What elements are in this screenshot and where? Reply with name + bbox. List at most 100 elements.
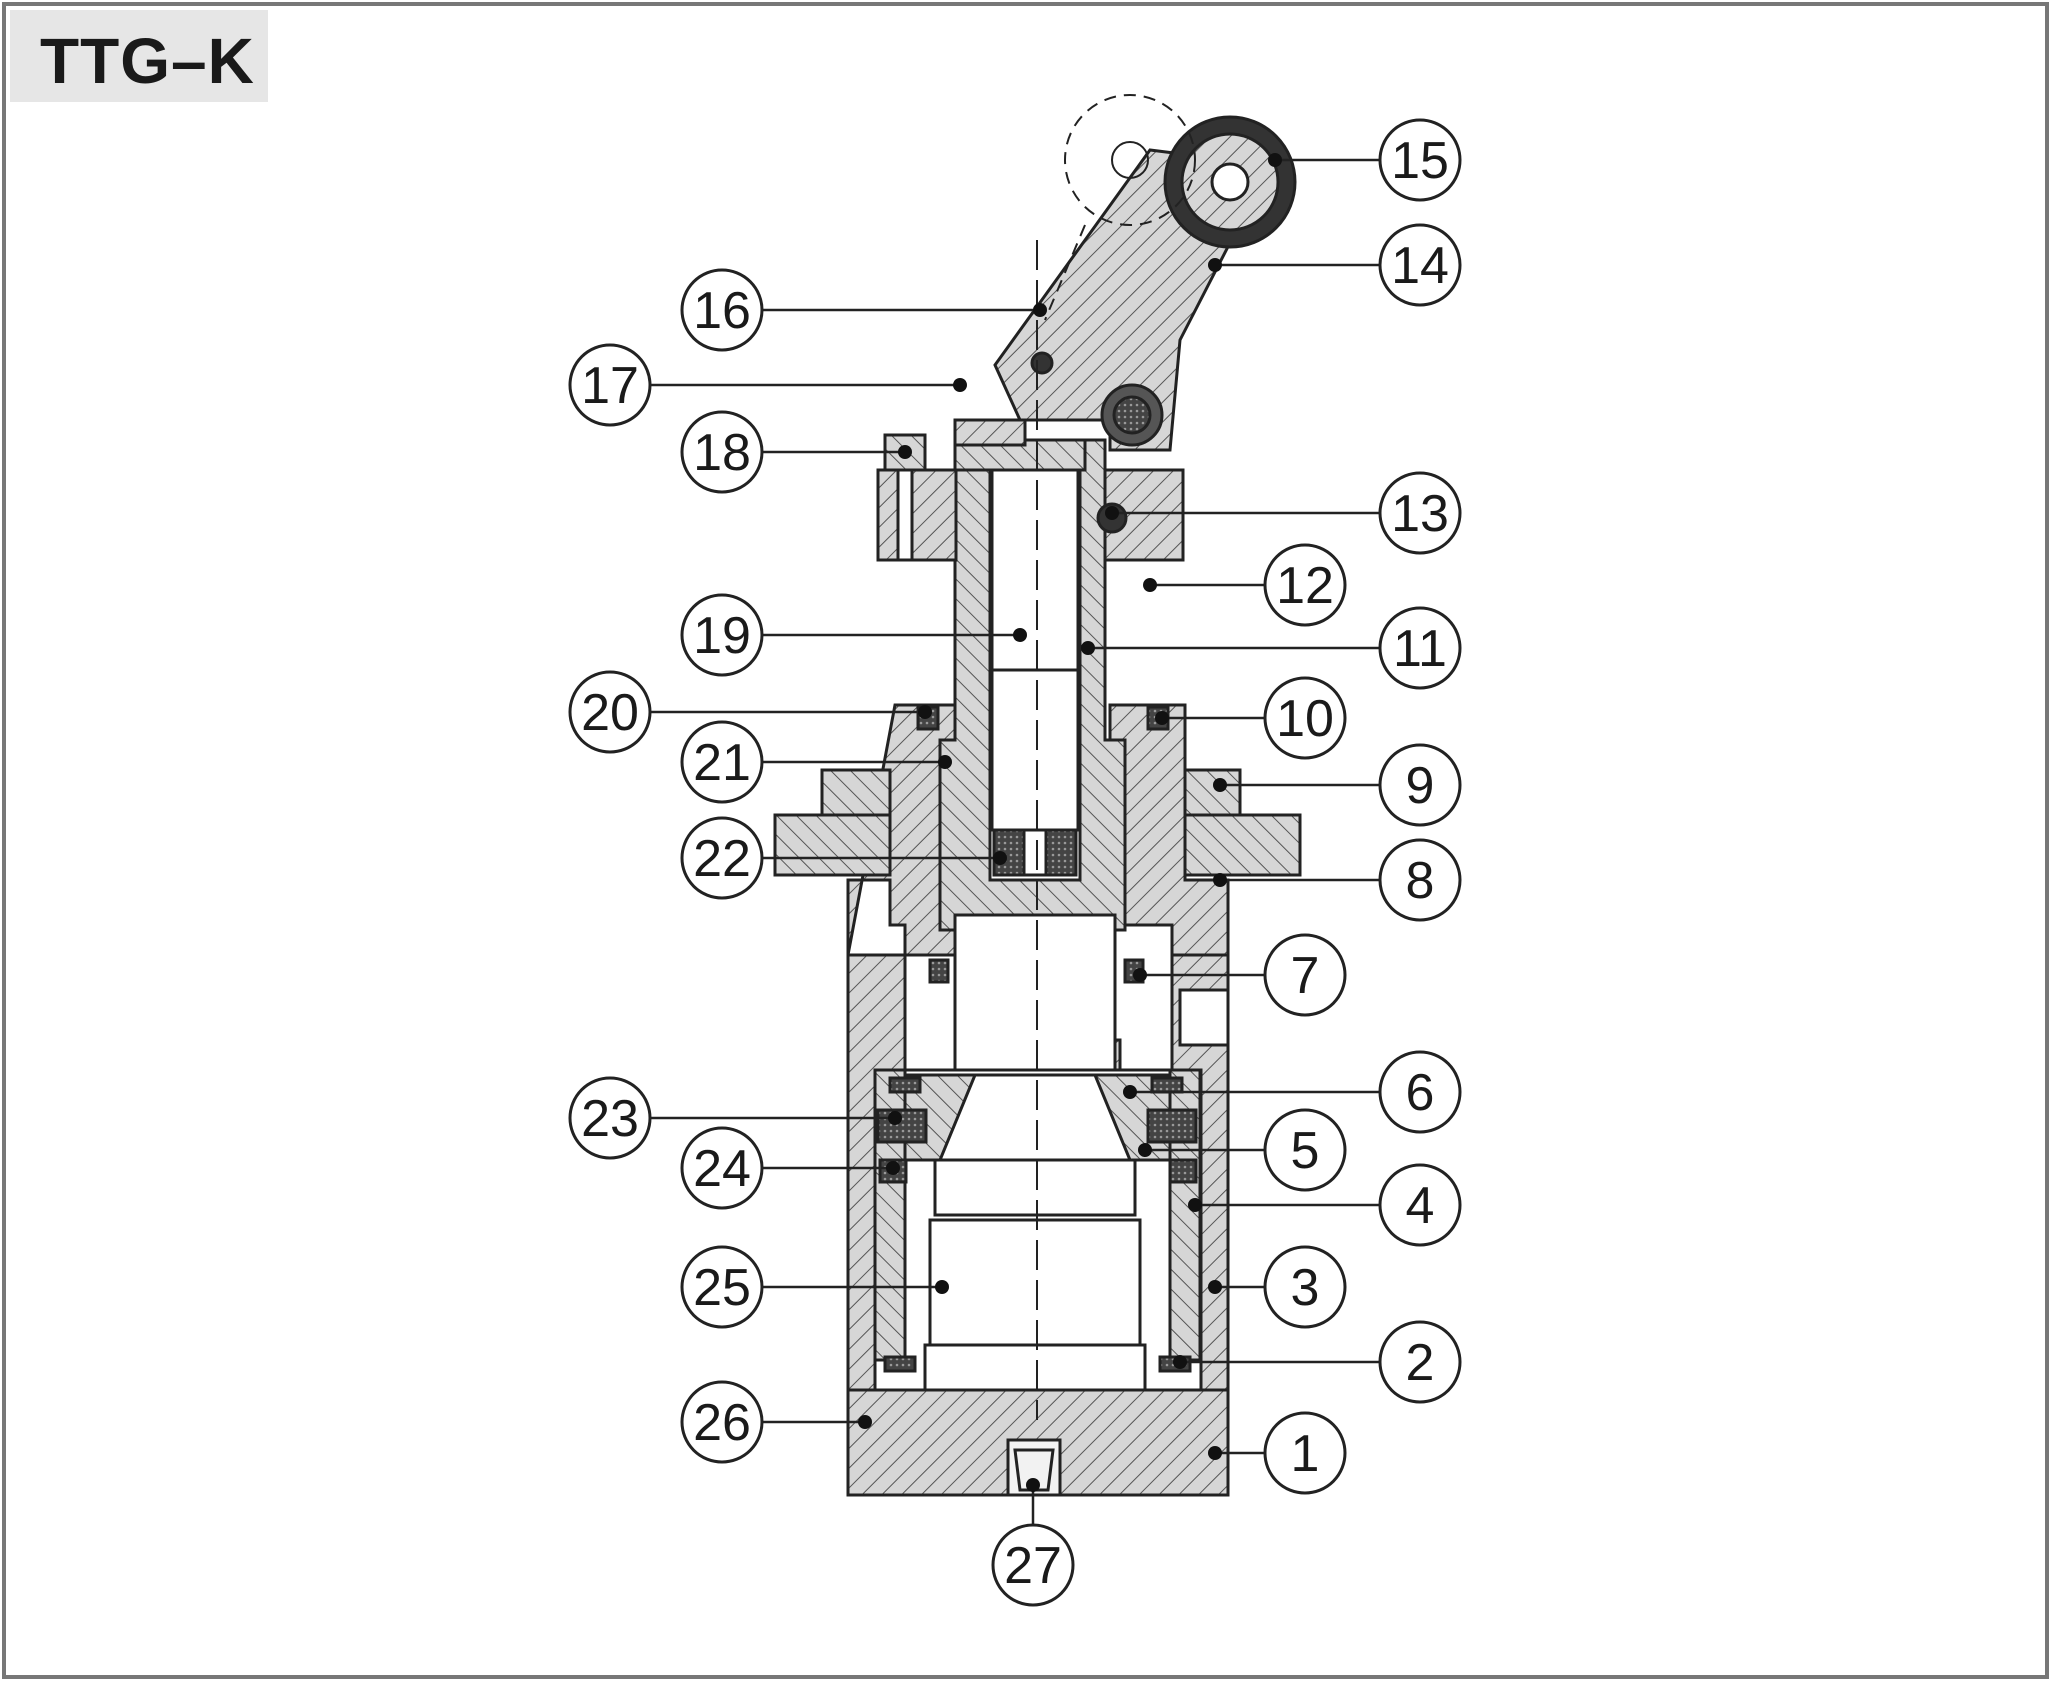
callout-circle-9 [1378, 743, 1462, 827]
callout-25: 25 [680, 1245, 949, 1329]
seal-2-left [883, 1355, 917, 1373]
callout-circle-18 [680, 410, 764, 494]
callout-7: 7 [1133, 933, 1347, 1017]
callout-label-13: 13 [1391, 485, 1449, 543]
callout-circle-27 [991, 1523, 1075, 1607]
callout-label-23: 23 [581, 1090, 639, 1148]
callout-1: 1 [1208, 1411, 1347, 1495]
callout-circle-6 [1378, 1050, 1462, 1134]
callout-label-14: 14 [1391, 237, 1449, 295]
callout-label-17: 17 [581, 357, 639, 415]
callout-3: 3 [1208, 1245, 1347, 1329]
callout-10: 10 [1155, 676, 1347, 760]
callout-14: 14 [1208, 223, 1462, 307]
seal-7-left [928, 958, 950, 984]
head-block-left [876, 468, 958, 562]
leader-dot-27 [1026, 1478, 1040, 1492]
piston-cone [937, 1073, 1133, 1162]
callout-label-18: 18 [693, 424, 751, 482]
callout-layer: 1234567891011121314151617181920212223242… [568, 118, 1462, 1607]
flange-nut-right [1183, 813, 1302, 877]
bonnet-right [1108, 703, 1230, 957]
callout-circle-11 [1378, 606, 1462, 690]
callout-label-10: 10 [1276, 690, 1334, 748]
callout-circle-3 [1263, 1245, 1347, 1329]
callout-circle-8 [1378, 838, 1462, 922]
leader-dot-19 [1013, 628, 1027, 642]
leader-dot-16 [1033, 303, 1047, 317]
callout-label-26: 26 [693, 1394, 751, 1452]
callout-label-25: 25 [693, 1259, 751, 1317]
leader-dot-26 [858, 1415, 872, 1429]
pivot-16 [1030, 351, 1054, 375]
callout-circle-4 [1378, 1163, 1462, 1247]
leader-dot-4 [1188, 1198, 1202, 1212]
callout-circle-1 [1263, 1411, 1347, 1495]
seal-6-right [1150, 1076, 1184, 1094]
leader-dot-22 [993, 851, 1007, 865]
leader-dot-24 [886, 1161, 900, 1175]
valve-body [773, 94, 1302, 1497]
callout-circle-26 [680, 1380, 764, 1464]
callout-circle-7 [1263, 933, 1347, 1017]
leader-dot-18 [898, 445, 912, 459]
lower-ring [923, 1343, 1147, 1392]
callout-label-9: 9 [1406, 757, 1435, 815]
lower-piston [928, 1218, 1142, 1352]
callout-27: 27 [991, 1478, 1075, 1607]
callout-9: 9 [1213, 743, 1462, 827]
callout-label-15: 15 [1391, 132, 1449, 190]
leader-dot-21 [938, 755, 952, 769]
leader-dot-8 [1213, 873, 1227, 887]
callout-circle-12 [1263, 543, 1347, 627]
callout-label-27: 27 [1004, 1537, 1062, 1595]
callout-circle-19 [680, 593, 764, 677]
leader-dot-14 [1208, 258, 1222, 272]
callout-label-8: 8 [1406, 852, 1435, 910]
callout-circle-23 [568, 1076, 652, 1160]
roller-alt-position [1064, 94, 1196, 226]
nut-right [1183, 768, 1242, 817]
callout-16: 16 [680, 268, 1047, 352]
callout-label-12: 12 [1276, 557, 1334, 615]
leader-dot-1 [1208, 1446, 1222, 1460]
callout-label-4: 4 [1406, 1177, 1435, 1235]
callout-20: 20 [568, 670, 932, 754]
callout-label-7: 7 [1291, 947, 1320, 1005]
callout-label-11: 11 [1393, 620, 1447, 678]
callout-13: 13 [1105, 471, 1462, 555]
flange-nut-left [773, 813, 892, 877]
callout-circle-24 [680, 1126, 764, 1210]
callout-23: 23 [568, 1076, 902, 1160]
callout-label-22: 22 [693, 830, 751, 888]
callout-21: 21 [680, 720, 952, 804]
callout-15: 15 [1268, 118, 1462, 202]
callout-circle-22 [680, 816, 764, 900]
seal-23-left [876, 1108, 928, 1144]
callout-circle-15 [1378, 118, 1462, 202]
leader-dot-15 [1268, 153, 1282, 167]
callout-2: 2 [1173, 1320, 1462, 1404]
seal-24-right [1168, 1158, 1198, 1184]
title-box: TTG–K [10, 10, 268, 102]
leader-dot-9 [1213, 778, 1227, 792]
leader-dot-12 [1143, 578, 1157, 592]
leader-dot-23 [888, 1111, 902, 1125]
callout-17: 17 [568, 343, 967, 427]
callout-circle-13 [1378, 471, 1462, 555]
callout-22: 22 [680, 816, 1007, 900]
callout-label-21: 21 [693, 734, 751, 792]
piston-web [933, 1158, 1137, 1217]
callout-circle-5 [1263, 1108, 1347, 1192]
diagram-title: TTG–K [40, 25, 255, 97]
leader-dot-7 [1133, 968, 1147, 982]
callout-label-24: 24 [693, 1140, 751, 1198]
callout-circle-25 [680, 1245, 764, 1329]
callout-6: 6 [1123, 1050, 1462, 1134]
callout-label-5: 5 [1291, 1122, 1320, 1180]
callout-circle-16 [680, 268, 764, 352]
callout-circle-20 [568, 670, 652, 754]
callout-circle-10 [1263, 676, 1347, 760]
